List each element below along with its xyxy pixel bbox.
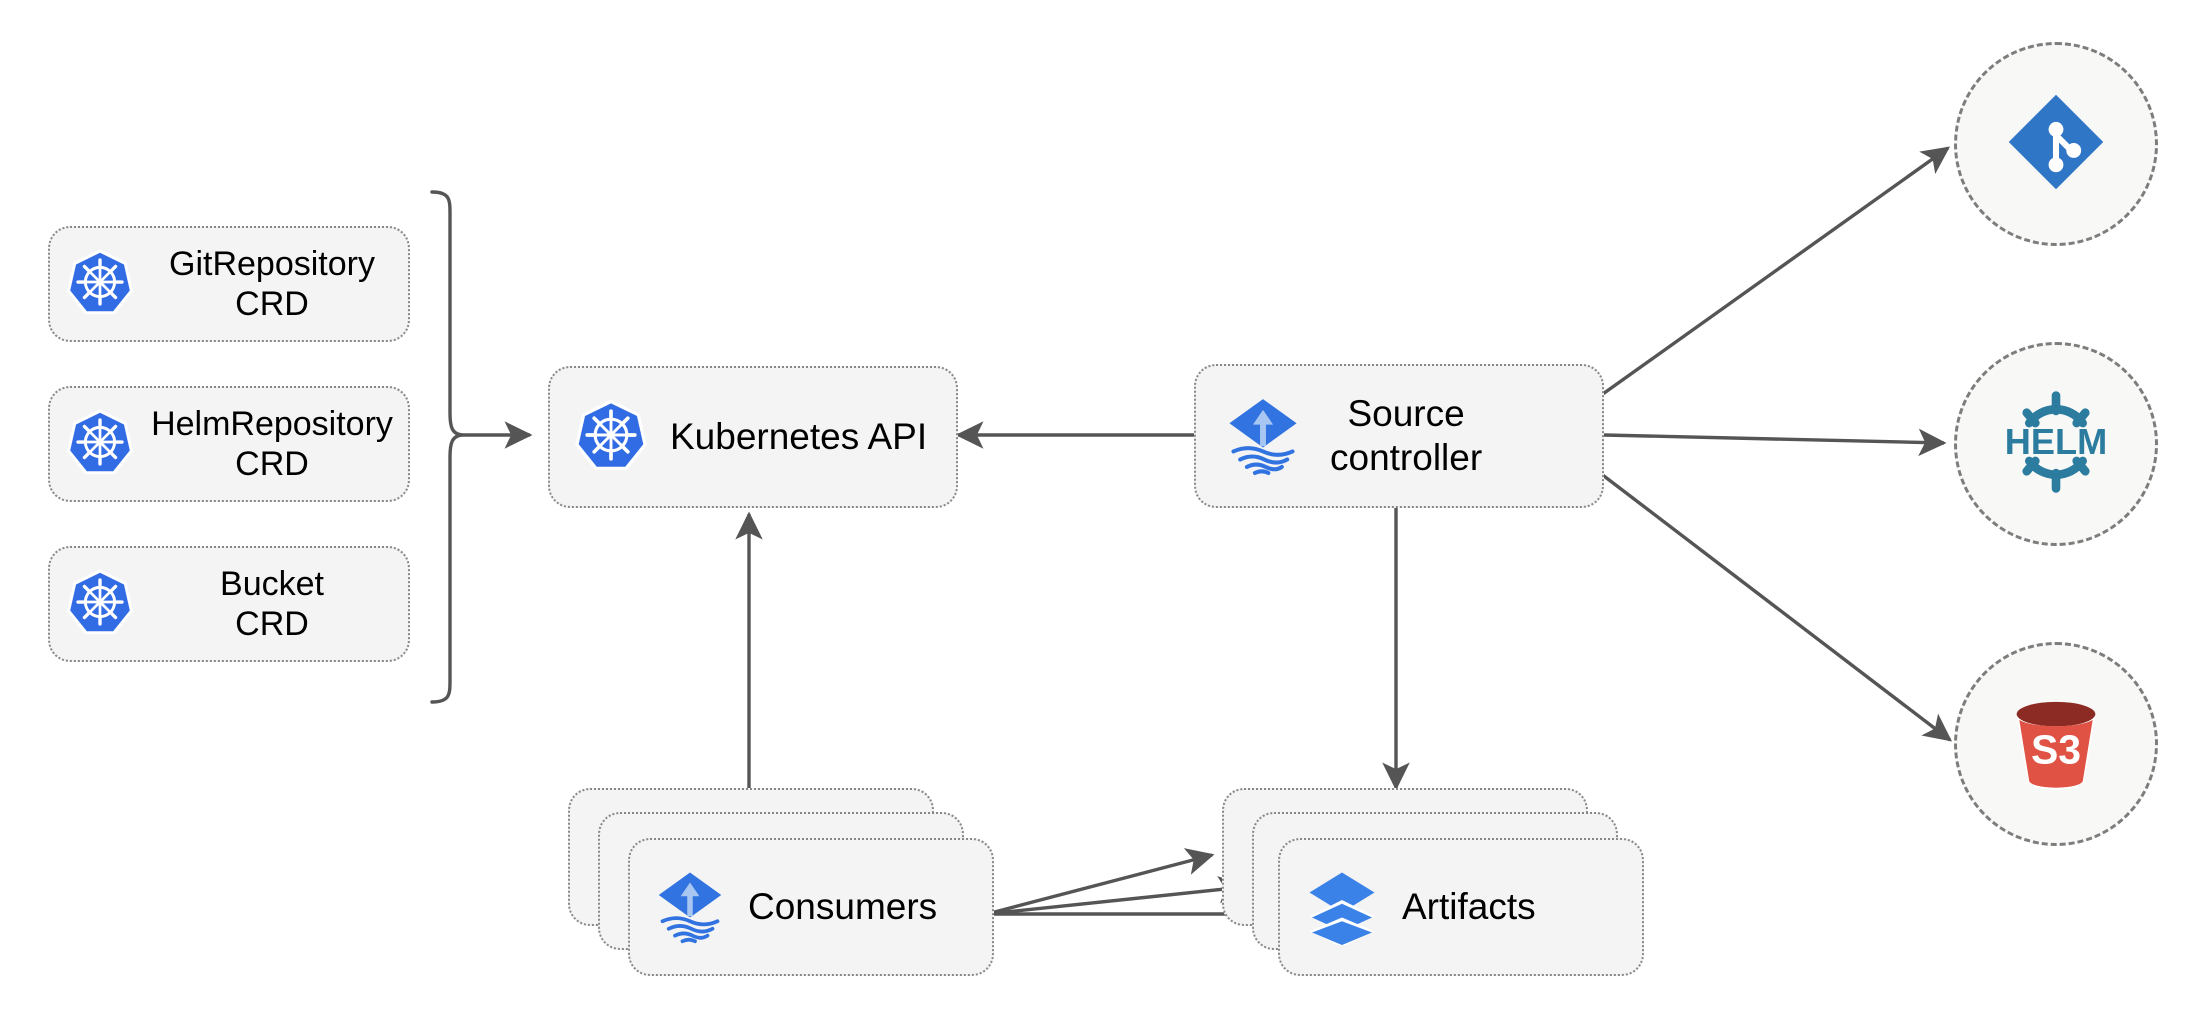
crd-label: Bucket CRD — [220, 564, 324, 643]
s3-endpoint-circle[interactable]: S3 — [1954, 642, 2158, 846]
s3-icon: S3 — [1997, 683, 2115, 806]
kubernetes-icon — [572, 396, 650, 479]
helm-icon: HELM — [1994, 380, 2118, 509]
crd-box-gitrepository[interactable]: GitRepository CRD — [48, 226, 410, 342]
consumers-label: Consumers — [748, 886, 938, 928]
flux-icon — [650, 865, 730, 950]
artifacts-box[interactable]: Artifacts — [1278, 838, 1644, 976]
edge-source-to-helm — [1603, 428, 1947, 457]
helm-endpoint-circle[interactable]: HELM — [1954, 342, 2158, 546]
consumers-box[interactable]: Consumers — [628, 838, 994, 976]
helm-label: HELM — [2005, 421, 2107, 462]
layers-icon — [1302, 865, 1382, 950]
edge-consumers-to-artifacts-1 — [986, 848, 1215, 916]
git-icon — [2002, 88, 2110, 201]
edge-consumers-to-artifacts-2 — [986, 875, 1247, 916]
flux-icon — [1220, 391, 1306, 482]
artifacts-label: Artifacts — [1402, 886, 1536, 928]
kubernetes-icon — [64, 246, 136, 323]
kubernetes-api-label: Kubernetes API — [670, 416, 928, 458]
source-controller-label: Source controller — [1330, 393, 1483, 478]
s3-label: S3 — [2031, 726, 2081, 772]
git-endpoint-circle[interactable] — [1954, 42, 2158, 246]
kubernetes-icon — [64, 566, 136, 643]
crd-box-bucket[interactable]: Bucket CRD — [48, 546, 410, 662]
crd-label: GitRepository CRD — [169, 244, 375, 323]
source-controller-box[interactable]: Source controller — [1194, 364, 1604, 508]
edge-source-to-git — [1599, 146, 1951, 398]
crd-group-bracket — [430, 190, 533, 704]
kubernetes-api-box[interactable]: Kubernetes API — [548, 366, 958, 508]
edge-source-to-s3 — [1598, 471, 1953, 742]
kubernetes-icon — [64, 406, 136, 483]
crd-box-helmrepository[interactable]: HelmRepository CRD — [48, 386, 410, 502]
crd-label: HelmRepository CRD — [151, 404, 393, 483]
